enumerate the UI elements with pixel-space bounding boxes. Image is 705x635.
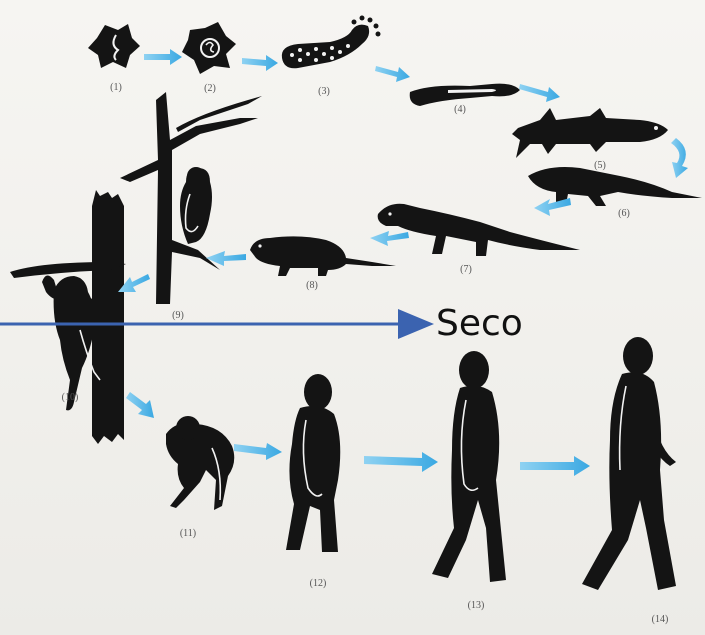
flow-arrow-6-7 (534, 198, 571, 216)
stage-label-13: (13) (467, 600, 485, 611)
stage-label-7: (7) (460, 264, 472, 275)
flow-arrow-7-8 (370, 231, 409, 246)
flow-arrows (118, 49, 688, 476)
stage-label-3: (3) (318, 86, 330, 97)
stage-10-ape (10, 190, 126, 444)
flow-arrow-3-4 (375, 66, 410, 82)
stage-label-1: (1) (110, 82, 122, 93)
stage-3-worm (281, 15, 381, 69)
flow-arrow-8-9 (206, 251, 246, 266)
stage-5-fish (512, 108, 668, 158)
stage-label-4: (4) (454, 104, 466, 115)
flow-arrow-11-12 (234, 443, 282, 460)
stage-label-6: (6) (618, 208, 630, 219)
flow-arrow-9-10 (118, 274, 150, 292)
stage-label-5: (5) (594, 160, 606, 171)
stage-9-primate (120, 92, 262, 304)
stage-13-human (432, 351, 506, 582)
annotation-label: Seco (436, 303, 523, 344)
flow-arrow-13-14 (520, 456, 590, 476)
stage-label-14: (14) (651, 614, 669, 625)
stage-11-hominid (166, 416, 235, 510)
stage-label-8: (8) (306, 280, 318, 291)
flow-arrow-5-6 (671, 138, 688, 178)
stage-1-cell (88, 24, 140, 68)
flow-arrow-12-13 (364, 452, 438, 472)
flow-arrow-2-3 (242, 55, 278, 71)
stage-6-amphibian (528, 167, 702, 206)
stage-2-cell (182, 22, 236, 74)
stage-label-10: (10) (61, 392, 79, 403)
stage-7-reptile (377, 203, 580, 256)
stage-12-hominid (286, 374, 341, 552)
stage-label-12: (12) (309, 578, 327, 589)
flow-arrow-10-11 (126, 392, 154, 418)
stage-label-9: (9) (172, 310, 184, 321)
stage-14-human (582, 337, 676, 590)
stage-label-11: (11) (179, 528, 197, 539)
flow-arrow-4-5 (519, 84, 560, 102)
stage-4-chordate (409, 83, 520, 106)
stage-8-mammal (250, 236, 396, 276)
stage-label-2: (2) (204, 83, 216, 94)
flow-arrow-1-2 (144, 49, 182, 65)
